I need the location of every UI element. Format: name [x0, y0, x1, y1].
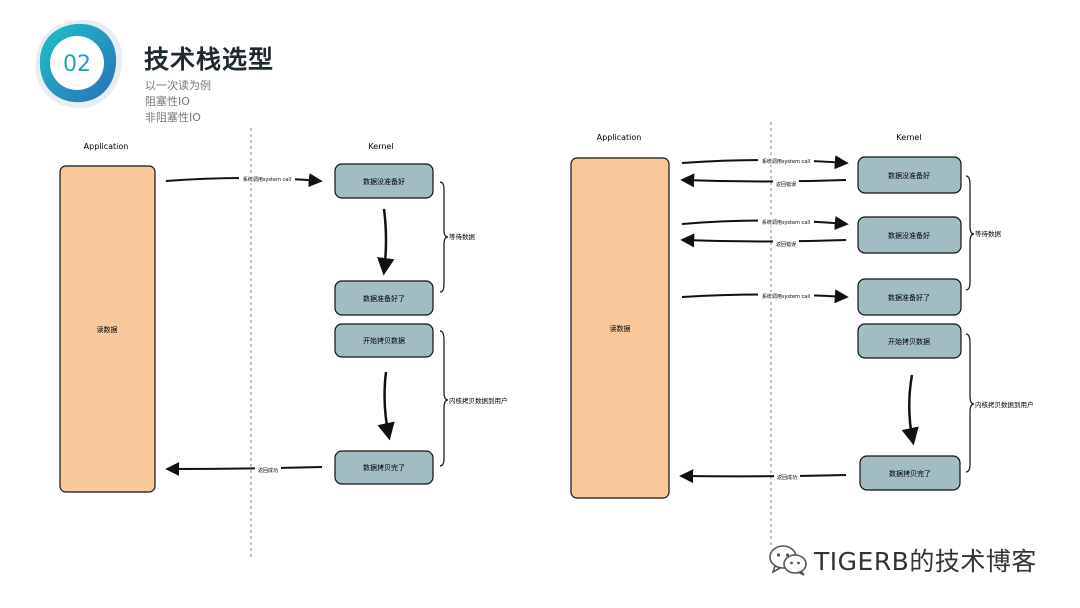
- right-error-arrow-2: [680, 233, 847, 248]
- left-brace-copy: [439, 330, 449, 467]
- right-kernel-box-4-text: 开始拷贝数据: [888, 337, 930, 346]
- subtitle-line-1: 以一次读为例: [145, 79, 211, 92]
- left-kernel-label: Kernel: [368, 142, 393, 151]
- left-application-label: Application: [84, 142, 129, 151]
- subtitle-line-3: 非阻塞性IO: [145, 111, 201, 124]
- page-title: 技术栈选型: [144, 45, 275, 74]
- watermark: TIGERB的技术博客: [768, 540, 1037, 580]
- blocking-io-diagram: Application Kernel 读数据 数据没准备好 数据准备好了 开始拷…: [59, 128, 508, 560]
- right-brace-wait: [965, 175, 975, 291]
- left-application-box-text: 读数据: [97, 325, 118, 334]
- badge-number: 02: [63, 52, 91, 77]
- left-kernel-box-2: [334, 280, 434, 316]
- right-kernel-box-5-text: 数据拷贝完了: [889, 469, 931, 478]
- right-kernel-box-3-text: 数据准备好了: [888, 293, 930, 302]
- left-syscall-label: 系统调用system call: [243, 176, 291, 183]
- right-return-arrow: [679, 469, 847, 484]
- wechat-icon: [769, 545, 807, 576]
- right-brace-copy: [965, 333, 975, 473]
- left-kernel-box-4: [334, 450, 434, 485]
- right-kernel-box-1-text: 数据没准备好: [888, 171, 930, 180]
- left-kernel-box-1: [334, 163, 434, 199]
- nonblocking-io-diagram: Application Kernel 读数据 数据没准备好 数据没准备好 数据准…: [570, 122, 1034, 545]
- left-kernel-box-3: [334, 323, 434, 358]
- left-brace-wait-label: 等待数据: [449, 232, 476, 241]
- right-kernel-box-3: [857, 278, 962, 316]
- right-syscall-label-2: 系统调用system call: [762, 219, 810, 226]
- right-brace-copy-label: 内核拷贝数据到用户: [975, 400, 1034, 409]
- left-down-arrow-2: [377, 371, 395, 441]
- right-down-arrow: [901, 374, 919, 446]
- right-return-label: 返回成功: [777, 474, 797, 481]
- watermark-text: TIGERB的技术博客: [814, 547, 1037, 576]
- left-application-box: [59, 165, 156, 493]
- right-kernel-box-2: [857, 216, 962, 254]
- right-error-label-2: 返回错误: [776, 241, 796, 248]
- right-kernel-box-4: [857, 323, 962, 359]
- subtitle-line-2: 阻塞性IO: [145, 95, 190, 108]
- left-return-label: 返回成功: [258, 467, 278, 474]
- right-kernel-label: Kernel: [896, 133, 921, 142]
- section-badge: 02: [35, 19, 123, 109]
- left-kernel-box-2-text: 数据准备好了: [363, 294, 405, 303]
- right-syscall-label-1: 系统调用system call: [762, 158, 810, 165]
- left-kernel-box-1-text: 数据没准备好: [363, 177, 405, 186]
- right-brace-wait-label: 等待数据: [975, 229, 1002, 238]
- right-application-box: [570, 157, 670, 499]
- left-brace-copy-label: 内核拷贝数据到用户: [449, 396, 508, 405]
- right-application-box-text: 读数据: [610, 324, 631, 333]
- right-kernel-box-5: [859, 455, 961, 491]
- right-kernel-box-1: [857, 156, 962, 194]
- left-kernel-box-3-text: 开始拷贝数据: [363, 336, 405, 345]
- right-kernel-box-2-text: 数据没准备好: [888, 231, 930, 240]
- left-kernel-box-4-text: 数据拷贝完了: [363, 463, 405, 472]
- left-down-arrow-1: [377, 208, 395, 276]
- left-return-arrow: [165, 461, 323, 476]
- right-syscall-label-3: 系统调用system call: [762, 293, 810, 300]
- right-error-arrow-1: [680, 173, 847, 188]
- right-application-label: Application: [597, 133, 642, 142]
- right-error-label-1: 返回错误: [776, 181, 796, 188]
- left-brace-wait: [439, 181, 449, 293]
